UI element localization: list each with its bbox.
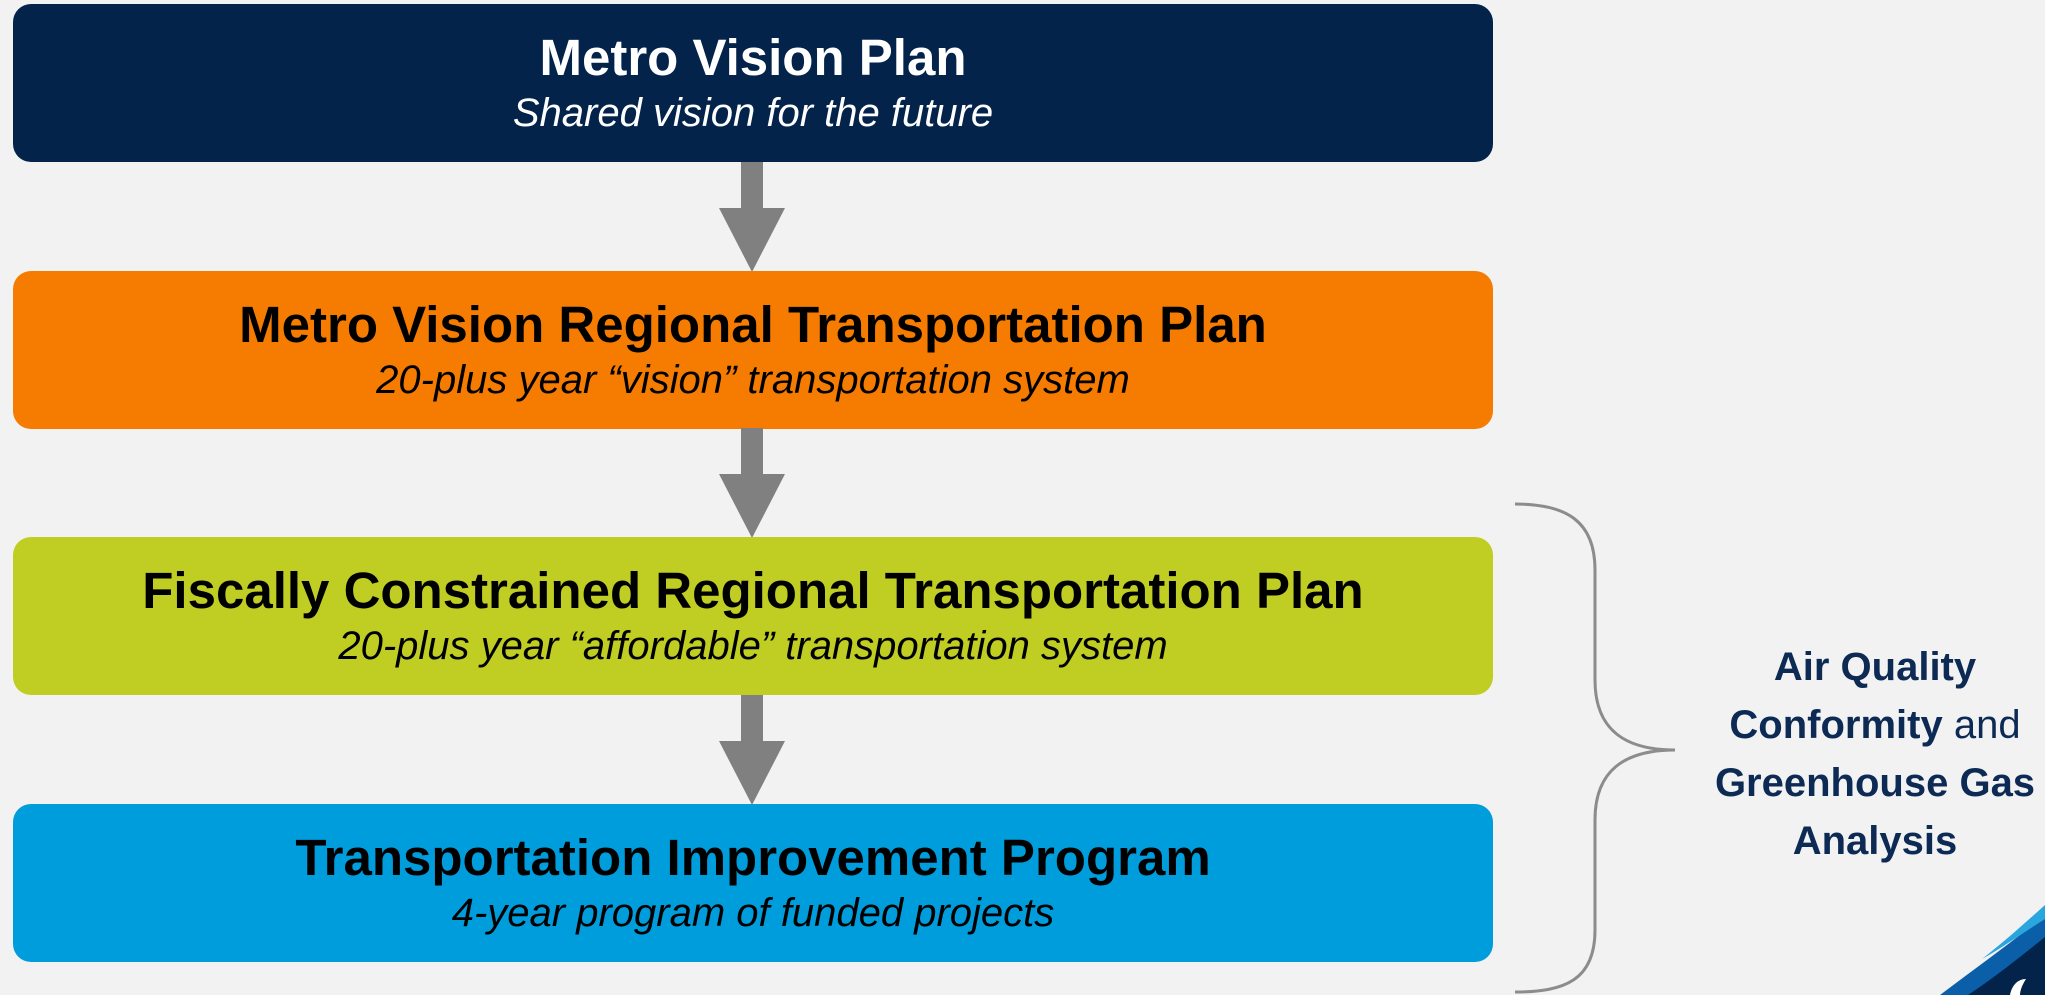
side-label-and: and [1942,703,2021,747]
air-quality-label: Air Quality Conformity and Greenhouse Ga… [1690,638,2045,870]
down-arrow-icon [719,695,785,805]
fiscally-constrained-rtp-box: Fiscally Constrained Regional Transporta… [13,537,1493,695]
box-title: Metro Vision Regional Transportation Pla… [239,296,1267,354]
side-label-bold-2: Greenhouse Gas Analysis [1714,761,2036,863]
box-subtitle: 20-plus year “affordable” transportation… [338,623,1168,668]
drcog-logo-icon [1940,905,2045,995]
right-brace-icon [1514,502,1676,994]
box-subtitle: Shared vision for the future [512,90,994,135]
side-label-bold-1: Air Quality Conformity [1729,645,1977,747]
box-subtitle: 20-plus year “vision” transportation sys… [376,357,1130,402]
box-title: Fiscally Constrained Regional Transporta… [142,562,1364,620]
box-subtitle: 4-year program of funded projects [451,890,1055,935]
down-arrow-icon [719,162,785,272]
box-title: Transportation Improvement Program [295,829,1211,887]
metro-vision-plan-box: Metro Vision Plan Shared vision for the … [13,4,1493,162]
metro-vision-rtp-box: Metro Vision Regional Transportation Pla… [13,271,1493,429]
box-title: Metro Vision Plan [539,29,967,87]
down-arrow-icon [719,428,785,538]
tip-box: Transportation Improvement Program 4-yea… [13,804,1493,962]
